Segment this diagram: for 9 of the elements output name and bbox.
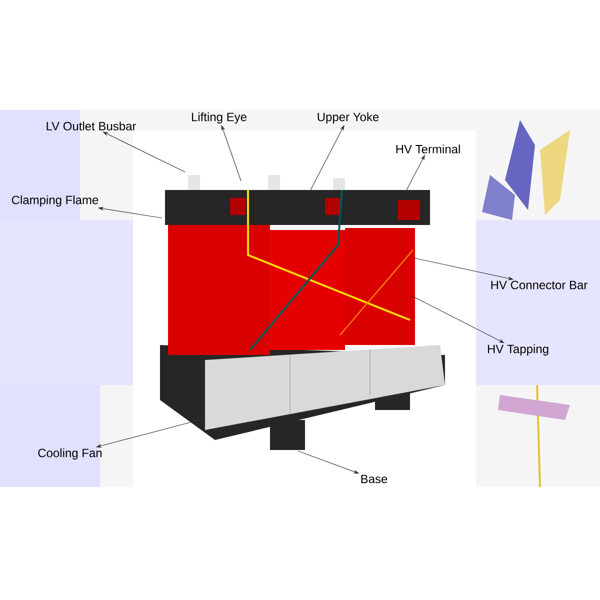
part-label: Upper Yoke [318,112,379,124]
part-label: Lifting Eye [192,112,246,124]
part-label: Clamping Flame [12,195,98,207]
part-label: HV Connector Bar [491,280,588,290]
part-label: Cooling Fan [38,448,102,460]
part-label: LV Outlet Busbar [46,122,136,130]
part-label: Base [361,474,388,484]
part-label: HV Terminal [396,144,460,154]
part-label: HV Tapping [488,344,548,356]
